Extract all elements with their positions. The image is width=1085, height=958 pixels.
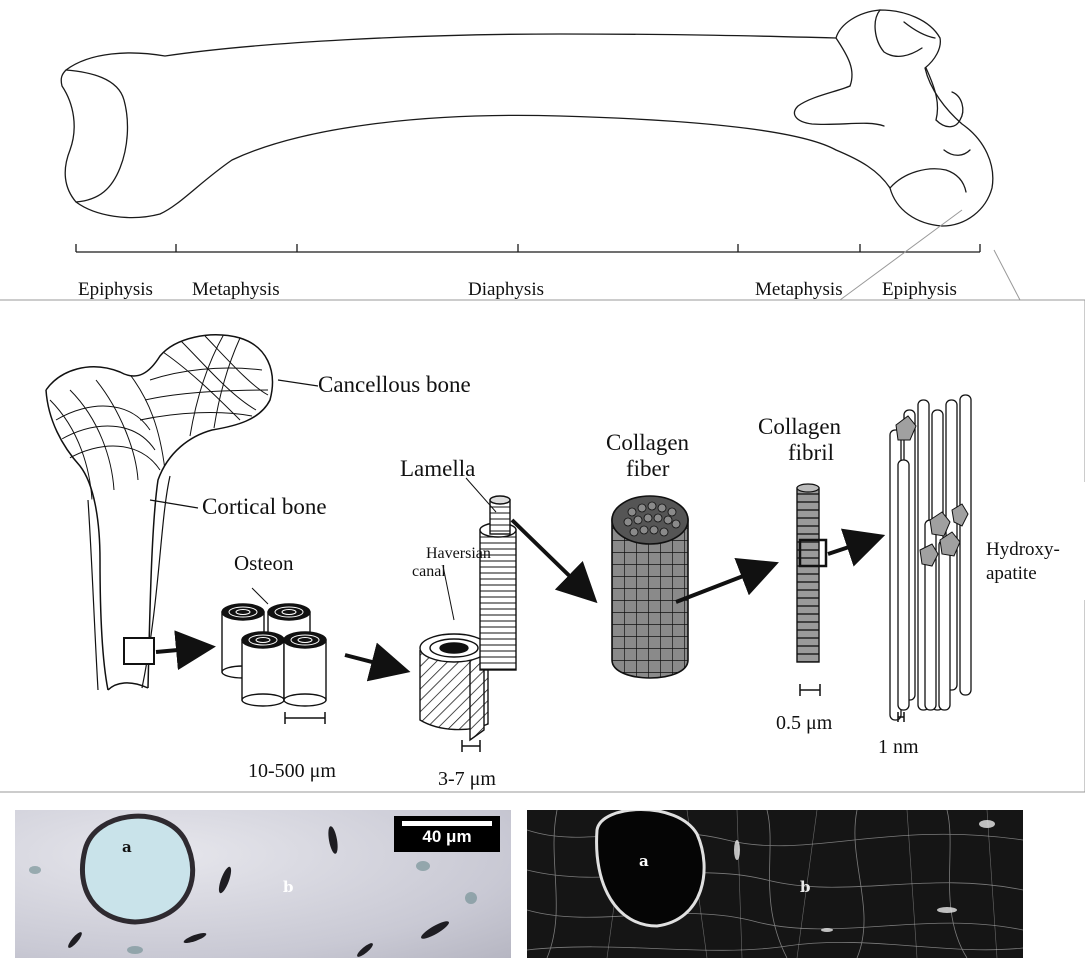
micrograph-left: a b 40 μm — [15, 810, 511, 958]
label-cancellous-bone: Cancellous bone — [318, 372, 471, 397]
micrograph-right-label-a: a — [639, 852, 649, 870]
label-hydroxyapatite-scale: 1 nm — [878, 736, 919, 758]
label-fibril-scale: 0.5 μm — [776, 712, 832, 734]
micrograph-left-label-b: b — [283, 878, 294, 896]
label-fibril-1: Collagen — [758, 414, 841, 439]
label-haversian-2: canal — [412, 563, 446, 581]
hierarchy-panel — [0, 0, 1085, 800]
scale-bar: 40 μm — [394, 816, 500, 852]
label-hydroxyapatite-1: Hydroxy- — [986, 540, 1060, 561]
label-haversian-1: Haversian — [426, 545, 491, 563]
label-fibril-2: fibril — [788, 440, 834, 465]
label-fiber-1: Collagen — [606, 430, 689, 455]
label-lamella-scale: 3-7 μm — [438, 768, 496, 790]
label-lamella: Lamella — [400, 456, 475, 481]
label-osteon: Osteon — [234, 552, 294, 575]
scale-bar-label: 40 μm — [394, 827, 500, 847]
micrograph-right: a b — [527, 810, 1023, 958]
label-cortical-bone: Cortical bone — [202, 494, 327, 519]
label-osteon-scale: 10-500 μm — [248, 760, 336, 782]
label-fiber-2: fiber — [626, 456, 669, 481]
micrograph-left-label-a: a — [122, 838, 132, 856]
micrograph-right-label-b: b — [800, 878, 811, 896]
label-hydroxyapatite-2: apatite — [986, 564, 1037, 585]
